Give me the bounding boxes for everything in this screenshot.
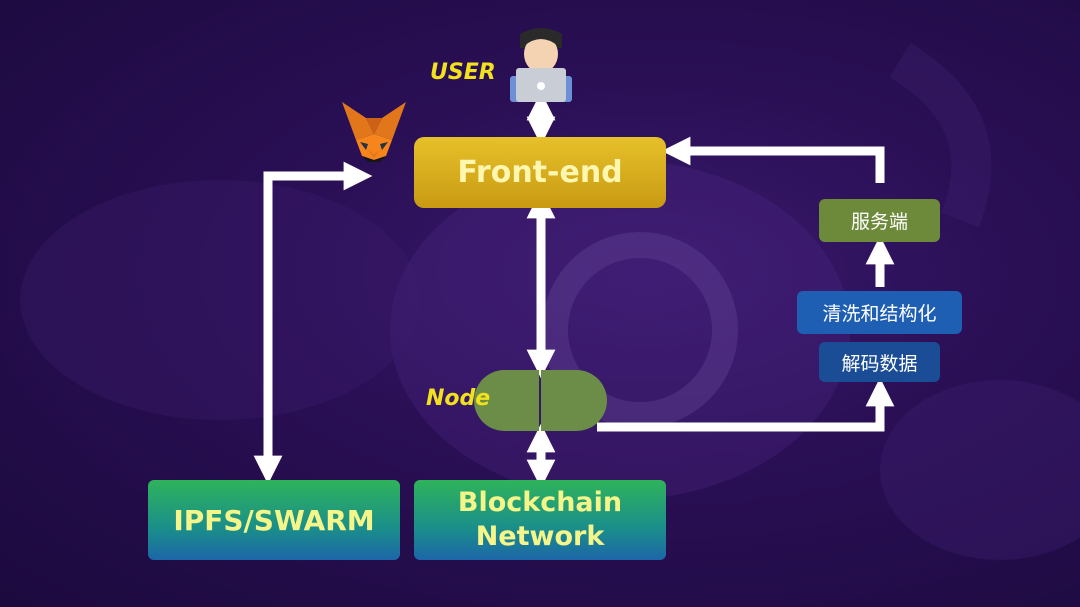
arrow-node-decode xyxy=(597,377,895,432)
decode-data-box: 解码数据 xyxy=(819,342,940,382)
node-right-half xyxy=(541,370,607,431)
frontend-box: Front-end xyxy=(414,137,666,208)
server-box: 服务端 xyxy=(819,199,940,242)
arrow-server-frontend xyxy=(661,136,885,183)
arrow-ipfs-wallet xyxy=(253,161,373,485)
user-label: USER xyxy=(430,60,496,85)
node-left-half xyxy=(474,370,539,431)
metamask-fox-icon xyxy=(342,102,406,162)
node-label: Node xyxy=(426,386,491,411)
blockchain-line2: Network xyxy=(475,521,605,552)
blockchain-network-box: Blockchain Network xyxy=(414,480,666,560)
blockchain-line1: Blockchain xyxy=(457,487,623,519)
clean-structure-box: 清洗和结构化 xyxy=(797,291,962,334)
ipfs-swarm-box: IPFS/SWARM xyxy=(148,480,400,560)
user-laptop-icon xyxy=(510,28,572,102)
